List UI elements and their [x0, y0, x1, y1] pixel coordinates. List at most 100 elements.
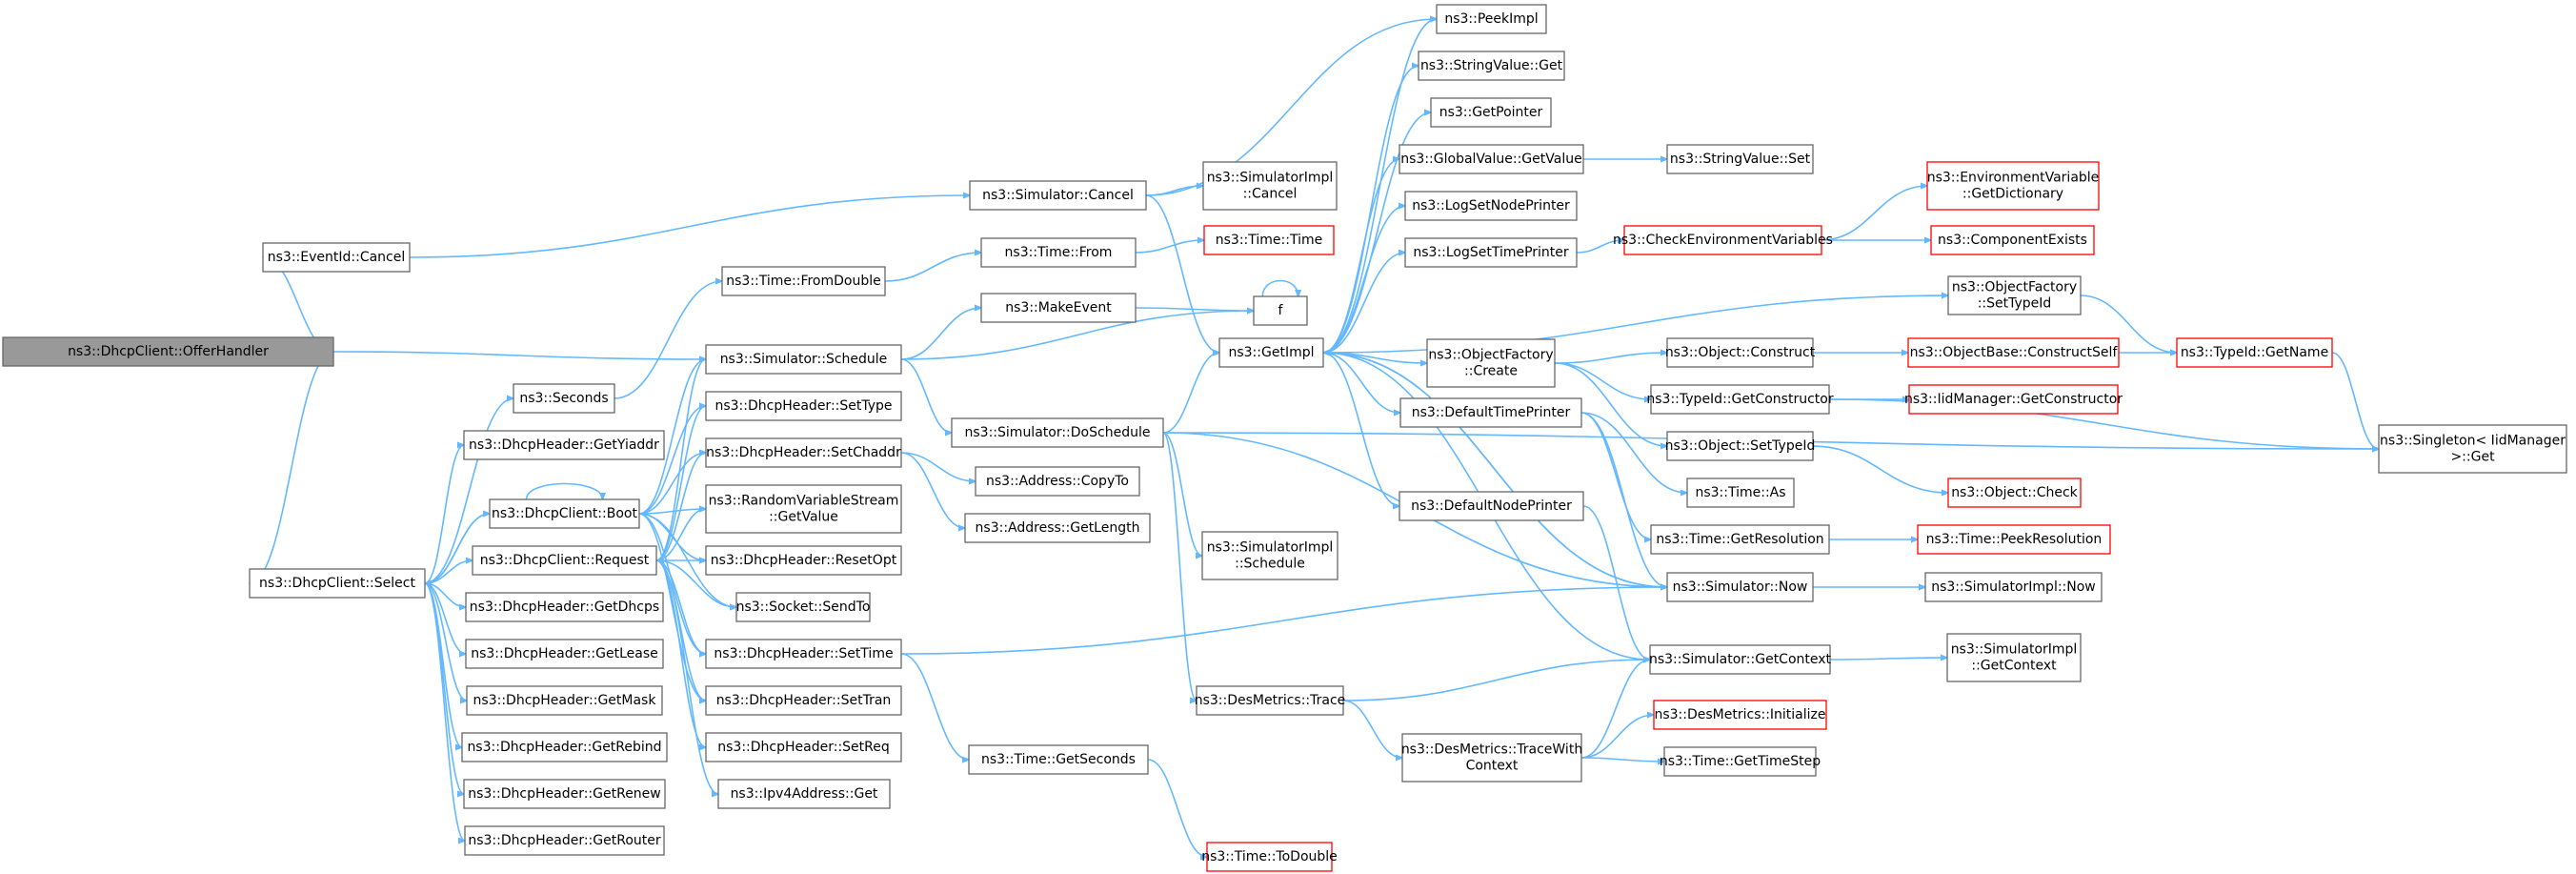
node-box-addrcopyto[interactable] [975, 466, 1140, 497]
node-timetime[interactable]: ns3::Time::Time [1203, 225, 1335, 255]
node-doschedule[interactable]: ns3::Simulator::DoSchedule [951, 417, 1164, 448]
node-gvget[interactable]: ns3::GlobalValue::GetValue [1399, 144, 1584, 174]
node-objsettype[interactable]: ns3::Object::SetTypeId [1665, 431, 1816, 461]
node-box-singleton[interactable] [2378, 424, 2567, 474]
node-desinit[interactable]: ns3::DesMetrics::Initialize [1653, 700, 1827, 730]
node-schedule[interactable]: ns3::Simulator::Schedule [705, 344, 902, 375]
node-box-addrgetlen[interactable] [964, 513, 1151, 543]
node-box-setreq[interactable] [705, 732, 902, 762]
node-simgetctx[interactable]: ns3::Simulator::GetContext [1649, 644, 1832, 675]
node-settype[interactable]: ns3::DhcpHeader::SetType [705, 391, 902, 421]
node-boot[interactable]: ns3::DhcpClient::Boot [489, 498, 640, 529]
node-box-getrebind[interactable] [461, 732, 668, 762]
node-box-select[interactable] [249, 568, 426, 599]
node-getyiaddr[interactable]: ns3::DhcpHeader::GetYiaddr [463, 430, 665, 460]
node-seconds[interactable]: ns3::Seconds [513, 383, 615, 414]
node-box-simgetctx[interactable] [1649, 644, 1831, 675]
node-objconstruct[interactable]: ns3::Object::Construct [1665, 337, 1816, 368]
node-box-getrenew[interactable] [463, 779, 666, 809]
node-resetopt[interactable]: ns3::DhcpHeader::ResetOpt [705, 545, 902, 576]
node-box-fromdouble[interactable] [721, 266, 886, 296]
node-box-resetopt[interactable] [705, 545, 902, 576]
node-box-objcheck[interactable] [1947, 478, 2082, 508]
node-box-getrouter[interactable] [464, 825, 665, 856]
node-rvsgetvalue[interactable]: ns3::RandomVariableStream::GetValue [705, 484, 902, 534]
node-select[interactable]: ns3::DhcpClient::Select [249, 568, 426, 599]
node-box-offer[interactable] [2, 336, 334, 367]
node-box-defnodeprinter[interactable] [1399, 491, 1584, 521]
node-settran[interactable]: ns3::DhcpHeader::SetTran [705, 685, 902, 716]
node-box-todouble[interactable] [1206, 842, 1333, 872]
node-destrace[interactable]: ns3::DesMetrics::Trace [1195, 685, 1346, 716]
node-box-timetime[interactable] [1203, 225, 1335, 255]
node-addrcopyto[interactable]: ns3::Address::CopyTo [975, 466, 1140, 497]
node-typegetname[interactable]: ns3::TypeId::GetName [2176, 337, 2333, 368]
node-box-request[interactable] [472, 545, 657, 576]
node-box-timestep[interactable] [1663, 746, 1817, 777]
node-box-setchaddr[interactable] [705, 437, 902, 468]
node-lognode[interactable]: ns3::LogSetNodePrinter [1404, 191, 1578, 221]
node-box-settran[interactable] [705, 685, 902, 716]
node-makeevent[interactable]: ns3::MakeEvent [980, 293, 1137, 323]
node-ipv4get[interactable]: ns3::Ipv4Address::Get [717, 779, 891, 809]
node-getimpl[interactable]: ns3::GetImpl [1218, 337, 1324, 368]
node-box-strset[interactable] [1666, 144, 1814, 174]
node-box-getpointer[interactable] [1430, 97, 1552, 128]
node-box-peekimpl[interactable] [1436, 4, 1547, 34]
node-box-deftimeprinter[interactable] [1399, 397, 1582, 428]
node-box-eventcancel[interactable] [262, 242, 411, 273]
node-box-checkenv[interactable] [1623, 225, 1822, 255]
node-simimplgetctx[interactable]: ns3::SimulatorImpl::GetContext [1946, 633, 2082, 682]
node-getpointer[interactable]: ns3::GetPointer [1430, 97, 1552, 128]
node-box-envdict[interactable] [1926, 161, 2100, 211]
node-settime[interactable]: ns3::DhcpHeader::SetTime [705, 639, 902, 669]
node-strset[interactable]: ns3::StringValue::Set [1666, 144, 1814, 174]
node-ofsettype[interactable]: ns3::ObjectFactory::SetTypeId [1947, 275, 2082, 315]
node-box-makeevent[interactable] [980, 293, 1137, 323]
node-box-destracectx[interactable] [1401, 733, 1582, 783]
node-timestep[interactable]: ns3::Time::GetTimeStep [1660, 746, 1821, 777]
node-box-obconstructself[interactable] [1907, 337, 2120, 368]
node-simnow[interactable]: ns3::Simulator::Now [1666, 572, 1814, 602]
node-box-getlease[interactable] [465, 639, 664, 669]
node-box-timeas[interactable] [1686, 478, 1795, 508]
node-box-compexists[interactable] [1930, 225, 2095, 255]
node-box-logtime[interactable] [1404, 237, 1578, 268]
node-ofcreate[interactable]: ns3::ObjectFactory::Create [1426, 338, 1556, 388]
node-box-settime[interactable] [705, 639, 902, 669]
node-box-ipv4get[interactable] [717, 779, 891, 809]
node-objcheck[interactable]: ns3::Object::Check [1947, 478, 2082, 508]
node-compexists[interactable]: ns3::ComponentExists [1930, 225, 2095, 255]
node-box-desinit[interactable] [1653, 700, 1827, 730]
node-getrouter[interactable]: ns3::DhcpHeader::GetRouter [464, 825, 665, 856]
node-box-doschedule[interactable] [951, 417, 1164, 448]
node-box-simimplnow[interactable] [1924, 572, 2103, 602]
node-timefrom[interactable]: ns3::Time::From [980, 237, 1137, 268]
node-box-boot[interactable] [489, 498, 640, 529]
node-box-simnow[interactable] [1666, 572, 1814, 602]
node-defnodeprinter[interactable]: ns3::DefaultNodePrinter [1399, 491, 1584, 521]
node-f[interactable]: f [1253, 295, 1308, 326]
node-box-f[interactable] [1253, 295, 1308, 326]
node-box-iidgetctor[interactable] [1908, 384, 2119, 415]
node-getdhcps[interactable]: ns3::DhcpHeader::GetDhcps [465, 592, 664, 622]
node-box-objsettype[interactable] [1666, 431, 1814, 461]
node-box-destrace[interactable] [1196, 685, 1344, 716]
node-box-getres[interactable] [1650, 524, 1830, 555]
node-simimplnow[interactable]: ns3::SimulatorImpl::Now [1924, 572, 2103, 602]
node-box-simcancel[interactable] [969, 180, 1147, 211]
node-logtime[interactable]: ns3::LogSetTimePrinter [1404, 237, 1578, 268]
node-getlease[interactable]: ns3::DhcpHeader::GetLease [465, 639, 664, 669]
node-box-settype[interactable] [705, 391, 902, 421]
node-box-getdhcps[interactable] [465, 592, 664, 622]
node-tidgetctor[interactable]: ns3::TypeId::GetConstructor [1646, 384, 1834, 415]
node-fromdouble[interactable]: ns3::Time::FromDouble [721, 266, 886, 296]
node-box-timefrom[interactable] [980, 237, 1137, 268]
node-box-getimpl[interactable] [1218, 337, 1324, 368]
node-iidgetctor[interactable]: ns3::IidManager::GetConstructor [1904, 384, 2123, 415]
node-setchaddr[interactable]: ns3::DhcpHeader::SetChaddr [705, 437, 902, 468]
node-box-gvget[interactable] [1399, 144, 1584, 174]
node-peekres[interactable]: ns3::Time::PeekResolution [1917, 524, 2111, 555]
node-offer[interactable]: ns3::DhcpClient::OfferHandler [2, 336, 334, 367]
